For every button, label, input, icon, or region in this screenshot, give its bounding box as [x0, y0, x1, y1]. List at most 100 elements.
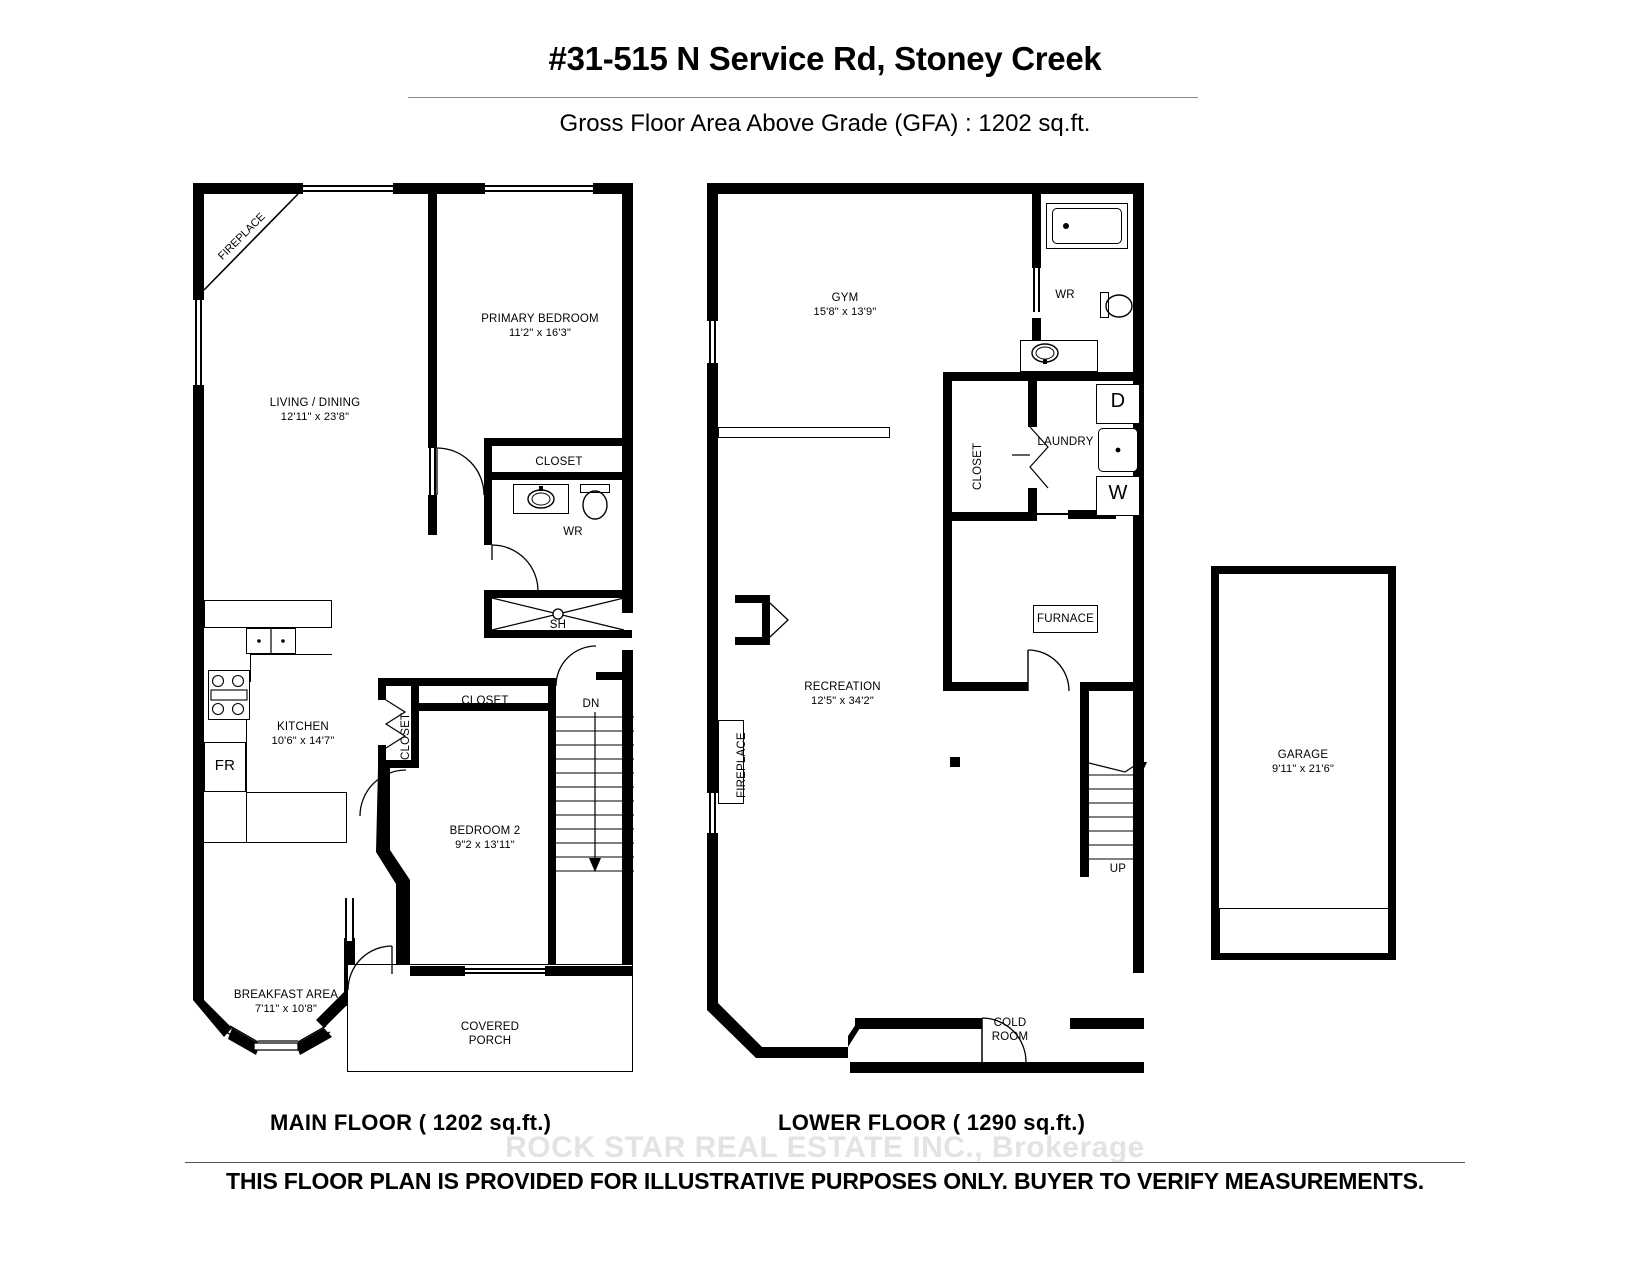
door-swing-porch — [347, 945, 393, 991]
door-bath-opening — [1033, 268, 1040, 312]
lower-floor-caption: LOWER FLOOR ( 1290 sq.ft.) — [778, 1110, 1086, 1135]
wall-laundry-bottom — [943, 512, 1028, 521]
counter-edge-vert — [250, 654, 252, 682]
fireplace-diagonal-main — [203, 193, 299, 291]
wall-laundry-divider-lower — [1028, 488, 1037, 521]
cold-room-label-2: ROOM — [991, 1031, 1029, 1043]
dryer-appliance — [1096, 384, 1140, 424]
porch-label-1: COVERED — [460, 1021, 520, 1033]
recreation-label: RECREATION — [804, 681, 881, 693]
wr-label-lower: WR — [1055, 289, 1075, 301]
wall-closet-right — [548, 678, 556, 973]
washer-appliance — [1096, 476, 1140, 516]
wall-closet-block-top — [378, 678, 556, 686]
wall-garage-top — [1211, 566, 1396, 574]
wall-utility-bottom — [943, 682, 1028, 691]
range-burners — [210, 674, 248, 716]
page-subtitle: Gross Floor Area Above Grade (GFA) : 120… — [559, 110, 1091, 137]
wall-lower-top — [707, 183, 1144, 194]
door-swing-wr-main — [491, 544, 539, 592]
wall-garage-bottom — [1211, 952, 1396, 960]
toilet-bowl-main — [582, 490, 608, 520]
footer-divider — [185, 1162, 1465, 1163]
dryer-label: D — [1110, 390, 1126, 412]
counter-edge-right-v — [346, 792, 348, 843]
living-dining-label: LIVING / DINING — [269, 397, 361, 409]
wall-utility-left — [943, 521, 952, 691]
wall-closet-block-leftA — [378, 678, 386, 700]
kitchen-dims: 10'6" x 14'7" — [271, 735, 335, 747]
laundry-door-rail — [1018, 513, 1068, 515]
wall-living-bedroom — [428, 190, 437, 448]
window-lower-rec — [709, 793, 716, 833]
washer-label: W — [1108, 482, 1128, 504]
main-floor-caption: MAIN FLOOR ( 1202 sq.ft.) — [270, 1110, 552, 1135]
wall-closet-block-leftB — [378, 745, 386, 767]
sh-label-main: SH — [549, 619, 567, 631]
toilet-bowl-lower — [1105, 294, 1133, 318]
bedroom2-angled-walls — [376, 768, 410, 973]
wall-laundry-left — [943, 372, 952, 520]
wall-fireplace-niche-top — [735, 595, 770, 603]
wall-laundry-top — [943, 372, 1144, 381]
closet-label-bed2: CLOSET — [461, 695, 509, 707]
toilet-tank-lower — [1100, 292, 1109, 318]
porch-label-2: PORCH — [468, 1035, 512, 1047]
shower-pan-main — [491, 597, 625, 631]
counter-edge-lower-h — [204, 842, 347, 844]
recreation-dims: 12'5" x 34'2" — [811, 695, 874, 707]
garage-dims: 9'11" x 21'6" — [1271, 763, 1335, 775]
stairs-up-label: UP — [1109, 863, 1127, 875]
primary-bedroom-dims: 11'2" x 16'3" — [508, 327, 572, 339]
window-top-living — [303, 185, 393, 192]
primary-bedroom-label: PRIMARY BEDROOM — [481, 313, 599, 325]
toilet-tank-main — [580, 484, 610, 493]
wall-stairs-lower-left — [1080, 682, 1089, 877]
lower-floor-plan: COLD ROOM GYM 15'8" x 13'9" FIREPLACE RE… — [707, 183, 1147, 1073]
floor-label-row: MAIN FLOOR ( 1202 sq.ft.) LOWER FLOOR ( … — [0, 1110, 1650, 1140]
furnace-label: FURNACE — [1037, 613, 1094, 625]
closet-rod — [502, 442, 612, 444]
gym-label: GYM — [831, 292, 859, 304]
door-swing-stairs-main — [555, 645, 597, 687]
window-top-bedroom — [485, 185, 593, 192]
closet-label-primary: CLOSET — [535, 456, 583, 468]
breakfast-label: BREAKFAST AREA — [233, 989, 339, 1001]
fireplace-box-lower — [718, 720, 744, 804]
bay-window-breakfast — [193, 992, 352, 1055]
garage-door — [1219, 908, 1389, 954]
brokerage-watermark: ROCK STAR REAL ESTATE INC., Brokerage — [505, 1131, 1145, 1164]
wall-living-bedroom-lower — [428, 495, 437, 535]
counter-edge-right-h — [246, 792, 347, 794]
wall-cold-room-top — [855, 1018, 982, 1029]
closet-rod-bed2 — [432, 707, 536, 709]
stairs-main-treads — [556, 712, 634, 872]
bedroom2-dims: 9"2 x 13'11" — [455, 839, 515, 851]
wall-cold-room-bottom — [850, 1062, 1144, 1073]
garage-label: GARAGE — [1277, 749, 1329, 761]
structural-beam-lower — [718, 427, 890, 438]
stairs-lower-treads — [1088, 761, 1147, 860]
wall-shower-bottom — [484, 630, 632, 638]
wall-porch-top-right — [545, 966, 633, 976]
wall-closet-block-bottom — [378, 760, 419, 768]
furnace-box — [1033, 605, 1098, 633]
wall-fireplace-niche-right — [762, 595, 770, 645]
living-dining-dims: 12'11" x 23'8" — [280, 411, 350, 423]
wall-cold-room-top-b — [1070, 1018, 1144, 1029]
bathtub-drain — [1063, 223, 1069, 229]
garage-plan: GARAGE 9'11" x 21'6" — [1211, 566, 1396, 960]
kitchen-counter-top — [204, 600, 332, 628]
wall-exterior-right-upper — [622, 183, 633, 613]
page-title: #31-515 N Service Rd, Stoney Creek — [548, 40, 1102, 77]
door-swing-cold-room — [981, 1017, 1027, 1063]
laundry-label: LAUNDRY — [1037, 436, 1094, 448]
wall-exterior-top-right — [593, 183, 633, 194]
laundry-door-stub — [1068, 510, 1116, 519]
window-porch-front — [465, 968, 545, 974]
door-swing-bedroom2 — [359, 769, 407, 817]
kitchen-fridge — [204, 742, 246, 792]
wall-lower-left-upper — [707, 183, 718, 321]
counter-edge-upper — [250, 654, 332, 656]
kitchen-sink-bowls — [257, 629, 285, 653]
